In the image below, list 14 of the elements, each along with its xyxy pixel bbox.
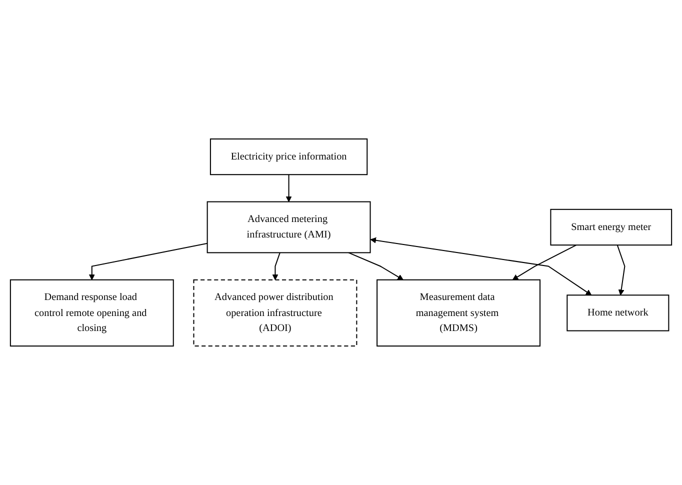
arrow bbox=[272, 252, 280, 280]
node-box: Measurement data management system (MDMS) bbox=[376, 279, 540, 347]
node-box: Home network bbox=[566, 294, 670, 332]
arrow bbox=[348, 252, 404, 280]
node-box: Electricity price information bbox=[210, 138, 368, 176]
arrow bbox=[286, 174, 292, 202]
node-box: Advanced metering infrastructure (AMI) bbox=[206, 201, 371, 254]
node-box: Demand response load control remote opening and closing bbox=[10, 279, 174, 347]
arrow bbox=[88, 242, 208, 280]
arrow bbox=[512, 244, 577, 280]
arrow bbox=[370, 237, 592, 296]
node-box: Smart energy meter bbox=[550, 208, 672, 246]
node-box: Advanced power distribution operation infrastructure (ADOI) bbox=[193, 279, 358, 347]
arrow bbox=[616, 244, 626, 296]
